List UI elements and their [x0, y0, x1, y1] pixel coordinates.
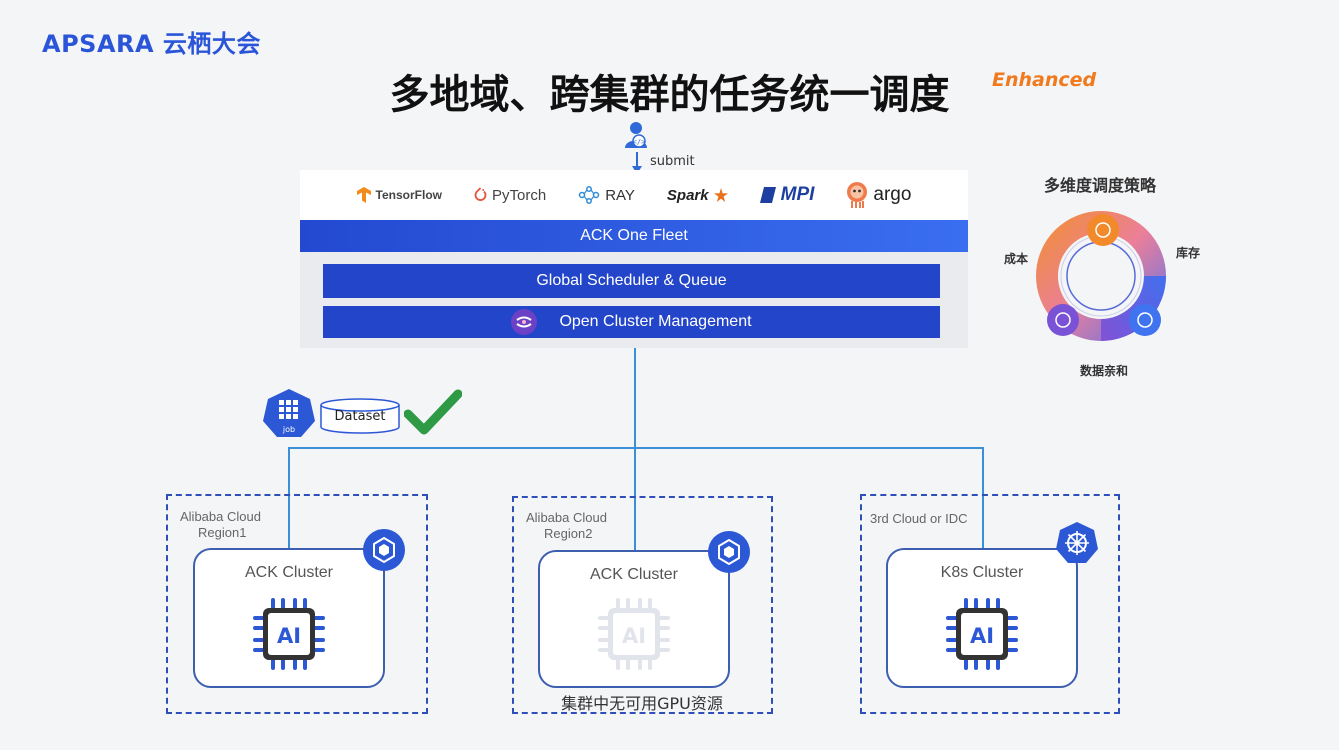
job-label: job: [282, 425, 295, 434]
framework-tensorflow: TensorFlow: [356, 187, 442, 203]
framework-label: TensorFlow: [375, 188, 442, 202]
cluster-card[interactable]: ACK Cluster AI: [193, 548, 385, 688]
affinity-node-icon: [1047, 304, 1079, 336]
ack-one-fleet-label: ACK One Fleet: [580, 227, 688, 244]
developer-user-icon: </>: [625, 122, 647, 148]
region-label-line2: Region2: [544, 526, 593, 541]
submit-arrow: [636, 152, 638, 170]
cluster-card[interactable]: K8s Cluster AI: [886, 548, 1078, 688]
apsara-logo: APSARA 云栖大会: [42, 30, 261, 58]
framework-label: PyTorch: [492, 186, 547, 204]
region2-connector: [634, 447, 636, 550]
dataset-label: Dataset: [334, 409, 386, 424]
dataset-cylinder-icon: [320, 398, 400, 434]
strategy-affinity-label: 数据亲和: [1080, 364, 1129, 378]
argo-icon: [847, 182, 868, 208]
page-title: 多地域、跨集群的任务统一调度: [389, 72, 950, 118]
region-label-line2: Region1: [198, 525, 247, 540]
framework-label: RAY: [605, 186, 635, 204]
framework-label: Spark: [666, 186, 709, 204]
framework-spark: Spark: [667, 187, 728, 204]
region-3-label: 3rd Cloud or IDC: [870, 511, 968, 527]
cluster-card[interactable]: ACK Cluster AI: [538, 550, 730, 688]
region3-connector: [982, 447, 984, 548]
cluster-title: K8s Cluster: [940, 564, 1024, 581]
ocm-icon: [511, 309, 538, 335]
ack-one-fleet-bar: ACK One Fleet: [300, 220, 968, 252]
region-label-line1: Alibaba Cloud: [180, 509, 261, 524]
k8s-job-icon: job: [263, 389, 315, 437]
chip-label: AI: [970, 624, 994, 648]
region-label-line1: Alibaba Cloud: [526, 510, 607, 525]
enhanced-badge: Enhanced: [992, 69, 1097, 91]
framework-argo: argo: [846, 181, 911, 209]
ai-chip-icon: AI: [253, 598, 325, 670]
frameworks-row: TensorFlow PyTorch RAY Spark MPI: [300, 170, 968, 220]
strategy-cost-label: 成本: [1004, 252, 1029, 266]
ack-cluster-badge-icon: [363, 529, 405, 571]
cost-node-icon: [1087, 214, 1119, 246]
svg-text:</>: </>: [633, 138, 646, 146]
strategy-ring: [1036, 211, 1166, 341]
fleet-connector: [634, 348, 636, 498]
ack-cluster-badge-icon: [708, 531, 750, 573]
region-2-label: Alibaba Cloud Region2: [526, 510, 607, 542]
regions-bus: [288, 447, 984, 449]
mpi-icon: [759, 187, 776, 203]
framework-mpi: MPI: [759, 184, 815, 206]
framework-label: MPI: [780, 184, 815, 205]
pytorch-icon: [474, 187, 487, 201]
inventory-node-icon: [1129, 304, 1161, 336]
region1-connector: [288, 447, 290, 548]
tensorflow-icon: [356, 187, 371, 203]
ai-chip-unavailable-icon: AI: [598, 598, 670, 670]
region-label-line1: 3rd Cloud or IDC: [870, 511, 968, 526]
framework-pytorch: PyTorch: [474, 187, 546, 204]
region-2: [512, 496, 773, 714]
global-scheduler-label: Global Scheduler & Queue: [536, 272, 727, 289]
spark-icon: [713, 188, 728, 202]
kubernetes-badge-icon: [1056, 522, 1098, 563]
check-icon: [404, 389, 462, 435]
chip-label: AI: [622, 624, 646, 648]
ai-chip-icon: AI: [946, 598, 1018, 670]
framework-ray: RAY: [578, 186, 635, 204]
framework-label: argo: [873, 184, 912, 205]
global-scheduler-bar: Global Scheduler & Queue: [323, 264, 940, 298]
ocm-bar: Open Cluster Management: [323, 306, 940, 338]
region-1-label: Alibaba Cloud Region1: [180, 509, 261, 541]
submit-label: submit: [650, 154, 695, 169]
no-gpu-note: 集群中无可用GPU资源: [561, 694, 723, 713]
strategy-title: 多维度调度策略: [1043, 176, 1156, 195]
region-1: [166, 494, 428, 714]
cluster-title: ACK Cluster: [244, 564, 334, 581]
region-3: [860, 494, 1120, 714]
ocm-label: Open Cluster Management: [559, 313, 752, 330]
strategy-inventory-label: 库存: [1176, 246, 1201, 260]
cluster-title: ACK Cluster: [589, 566, 679, 583]
chip-label: AI: [277, 624, 301, 648]
ray-icon: [578, 186, 600, 204]
